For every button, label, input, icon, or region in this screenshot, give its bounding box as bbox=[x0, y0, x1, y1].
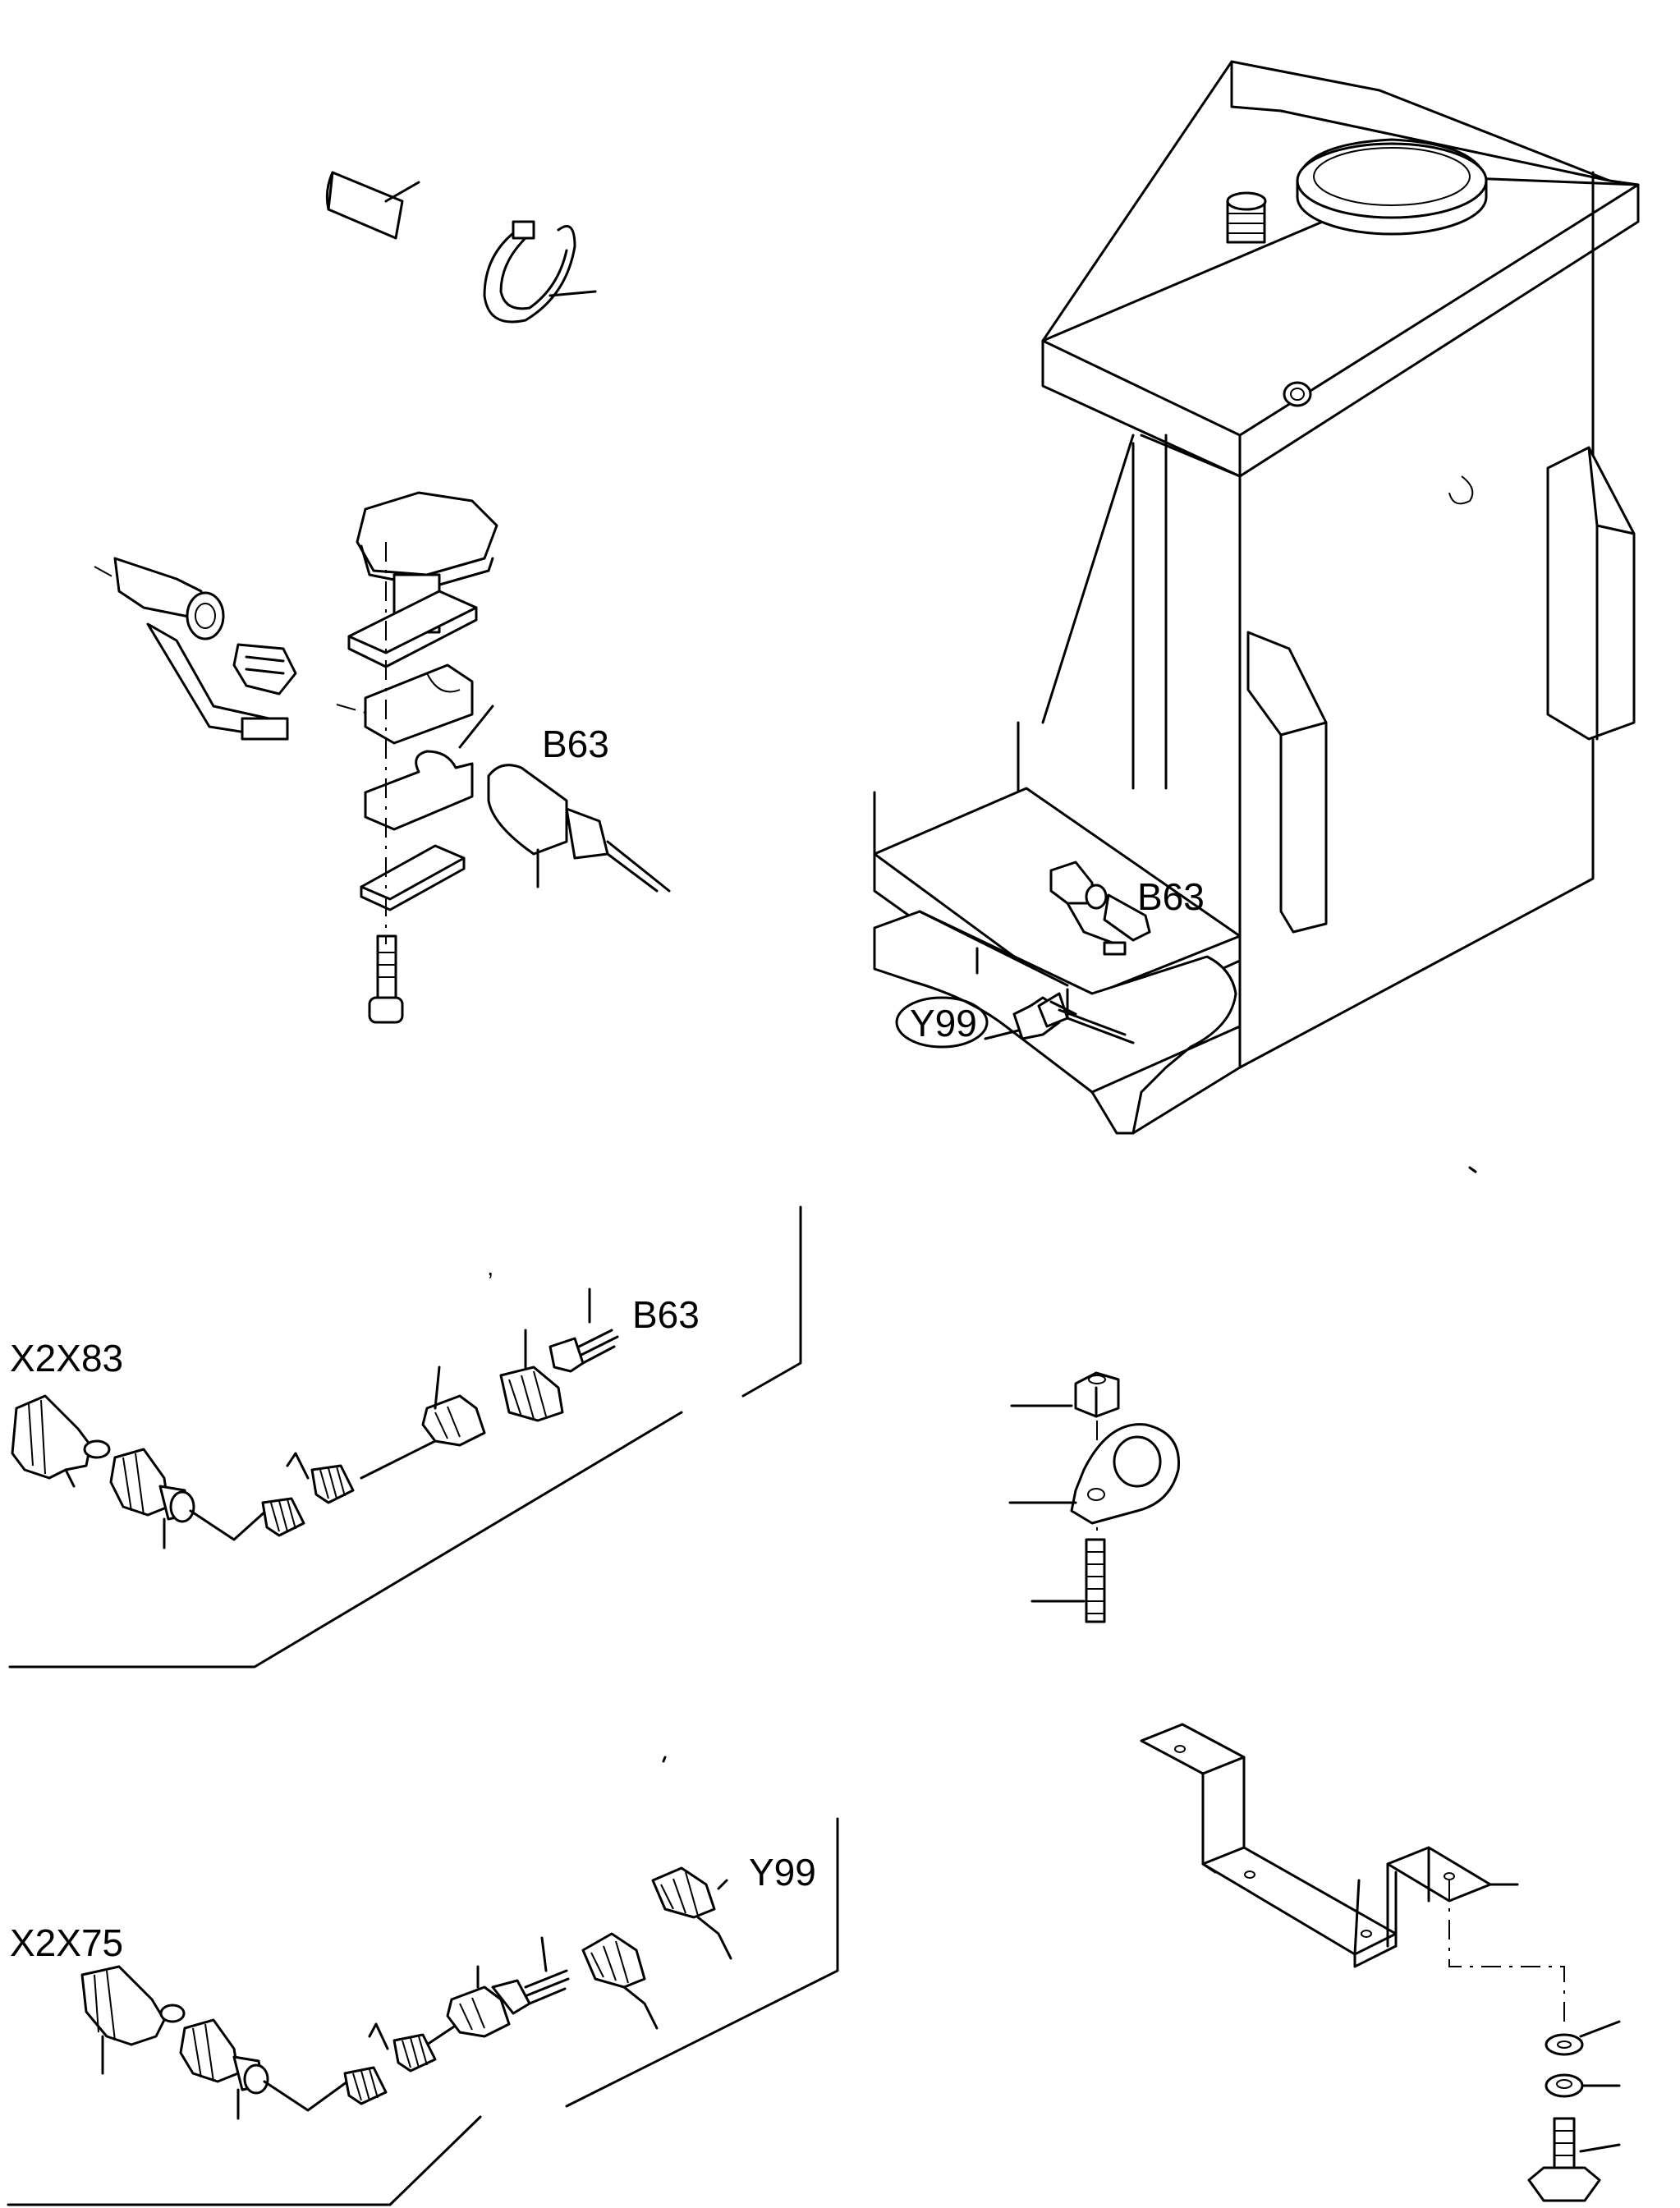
proximity-sensor-assembly bbox=[94, 557, 297, 741]
spring-washer bbox=[1545, 2020, 1621, 2056]
machine-column bbox=[873, 60, 1640, 1135]
housing-y99 bbox=[446, 1936, 570, 2038]
machine-sensor-b63 bbox=[1049, 861, 1151, 956]
label-y99-cable: Y99 bbox=[749, 1851, 816, 1894]
spring-sleeve-pair-2 bbox=[343, 2022, 437, 2105]
cable-assembly-x2x75-panel bbox=[7, 1756, 839, 2206]
label-y99-machine: Y99 bbox=[910, 1002, 977, 1044]
tick-mark bbox=[1468, 1166, 1477, 1173]
cable-run-x2x83 bbox=[189, 1439, 437, 1541]
clamp-half-upper bbox=[364, 663, 474, 745]
clamp-leader bbox=[458, 705, 494, 749]
label-b63-sensor-detail: B63 bbox=[542, 723, 609, 765]
valve-fitting-y99 bbox=[581, 1866, 732, 2030]
spring-sleeve-pair bbox=[261, 1452, 355, 1537]
stray-comma: , bbox=[487, 1254, 493, 1281]
flat-washer bbox=[1545, 2073, 1621, 2098]
hex-bolt bbox=[1527, 2117, 1621, 2202]
lower-plate bbox=[360, 844, 466, 911]
label-x2x83: X2X83 bbox=[10, 1337, 123, 1379]
label-b63-cable: B63 bbox=[632, 1293, 700, 1336]
clamp-axis bbox=[336, 704, 366, 714]
label-b63-machine: B63 bbox=[1137, 875, 1205, 918]
star-knob bbox=[356, 491, 498, 634]
connector-x2x75 bbox=[80, 1965, 186, 2075]
y99-ring bbox=[895, 996, 989, 1049]
clamp-half-lower bbox=[364, 750, 474, 831]
cable-assembly-x2x83-panel bbox=[8, 1205, 802, 1669]
mounting-bracket bbox=[1140, 1723, 1519, 1968]
machine-valve-y99 bbox=[984, 992, 1127, 1040]
bracket-axis bbox=[1448, 1880, 1565, 2028]
coupling-nut-x2x83 bbox=[109, 1448, 195, 1549]
connector-x2x83 bbox=[11, 1394, 111, 1488]
p-clamp bbox=[1008, 1423, 1180, 1525]
cable-tie bbox=[483, 220, 597, 324]
threaded-stud bbox=[1030, 1538, 1106, 1623]
hex-nut bbox=[1010, 1371, 1120, 1418]
label-x2x75: X2X75 bbox=[10, 1921, 123, 1964]
insulating-tape bbox=[325, 171, 420, 240]
sensor-b63-detail bbox=[487, 764, 671, 893]
coupling-nut-x2x75 bbox=[179, 2018, 269, 2120]
housing-b63 bbox=[421, 1288, 619, 1447]
socket-head-screw bbox=[368, 934, 404, 1024]
